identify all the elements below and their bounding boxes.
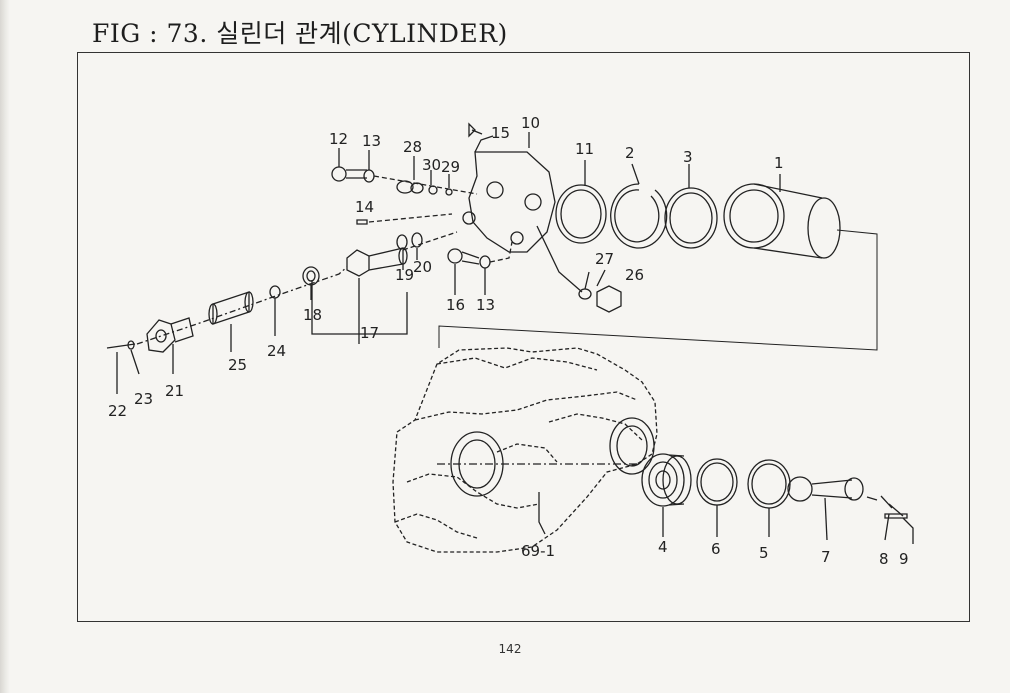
ring-6 [696, 458, 738, 506]
label-12: 12 [329, 130, 348, 148]
label-2: 2 [625, 144, 635, 162]
ball-30 [428, 185, 438, 195]
screw-12 [331, 166, 367, 182]
leader-9 [902, 517, 914, 544]
label-4: 4 [658, 538, 668, 556]
page-binding-shadow [0, 0, 10, 693]
label-20: 20 [413, 258, 432, 276]
leader-69-1 [538, 492, 546, 535]
label-28: 28 [403, 138, 422, 156]
rod-7 [787, 476, 864, 502]
cylinder-liner-1 [723, 183, 841, 259]
label-9: 9 [899, 550, 909, 568]
label-13b: 13 [476, 296, 495, 314]
label-30: 30 [422, 156, 441, 174]
axis-14 [368, 213, 453, 223]
bracket-17-group [311, 278, 408, 344]
pin-14 [356, 219, 368, 225]
axis-16 [489, 241, 513, 263]
ring-11 [555, 184, 607, 244]
label-6: 6 [711, 540, 721, 558]
label-29: 29 [441, 158, 460, 176]
label-69-1: 69-1 [521, 542, 555, 560]
nut-24 [269, 285, 281, 299]
label-27: 27 [595, 250, 614, 268]
ring-5 [747, 459, 791, 509]
washer-19 [396, 234, 408, 250]
valve-28 [396, 180, 424, 194]
label-22: 22 [108, 402, 127, 420]
plug-15 [468, 122, 476, 138]
label-21: 21 [165, 382, 184, 400]
leader-2 [631, 163, 640, 185]
axis-17 [402, 231, 458, 251]
bolt-16 [447, 248, 480, 265]
leader-26 [596, 269, 606, 287]
part-labels: 12 13 28 30 29 15 10 11 2 3 1 14 19 20 1… [108, 114, 909, 568]
sleeve-25 [208, 291, 254, 325]
label-26: 26 [625, 266, 644, 284]
label-24: 24 [267, 342, 286, 360]
drawing-lines [106, 122, 914, 553]
label-7: 7 [821, 548, 831, 566]
rod-to-pin-leader [866, 496, 878, 501]
label-10: 10 [521, 114, 540, 132]
label-25: 25 [228, 356, 247, 374]
block-bore-right [609, 417, 655, 475]
label-8: 8 [879, 550, 889, 568]
label-5: 5 [759, 544, 769, 562]
pin-8 [880, 495, 908, 519]
leader-8 [884, 513, 890, 541]
washer-13a [363, 169, 375, 183]
washer-23 [127, 340, 135, 350]
screw-22 [106, 343, 136, 349]
figure-title: FIG : 73. 실린더 관계(CYLINDER) [92, 19, 508, 48]
label-19: 19 [395, 266, 414, 284]
page-number: 142 [498, 642, 522, 656]
plug-26 [596, 285, 622, 313]
cover-10 [462, 135, 556, 253]
label-23: 23 [134, 390, 153, 408]
handle-21 [146, 317, 194, 353]
label-15: 15 [491, 124, 510, 142]
leader-27 [584, 271, 590, 290]
liner-to-block-leader [438, 229, 878, 351]
washer-20 [411, 232, 423, 248]
ring-3 [664, 187, 718, 249]
diagram-frame [77, 52, 970, 622]
label-11: 11 [575, 140, 594, 158]
nut-18 [302, 266, 320, 286]
leader-23 [130, 349, 140, 375]
axis-12 [373, 175, 478, 195]
label-1: 1 [774, 154, 784, 172]
axis-26 [536, 225, 583, 293]
label-14: 14 [355, 198, 374, 216]
leader-7 [824, 497, 828, 541]
label-18: 18 [303, 306, 322, 324]
piston-seal-4 [641, 453, 692, 507]
label-3: 3 [683, 148, 693, 166]
label-17: 17 [360, 324, 379, 342]
spring-29 [445, 188, 453, 196]
label-16: 16 [446, 296, 465, 314]
washer-13b [479, 255, 491, 269]
axis-lower-left [136, 266, 348, 345]
snap-ring-2 [610, 183, 668, 249]
exploded-parts-diagram: 12 13 28 30 29 15 10 11 2 3 1 14 19 20 1… [106, 114, 914, 568]
label-13a: 13 [362, 132, 381, 150]
